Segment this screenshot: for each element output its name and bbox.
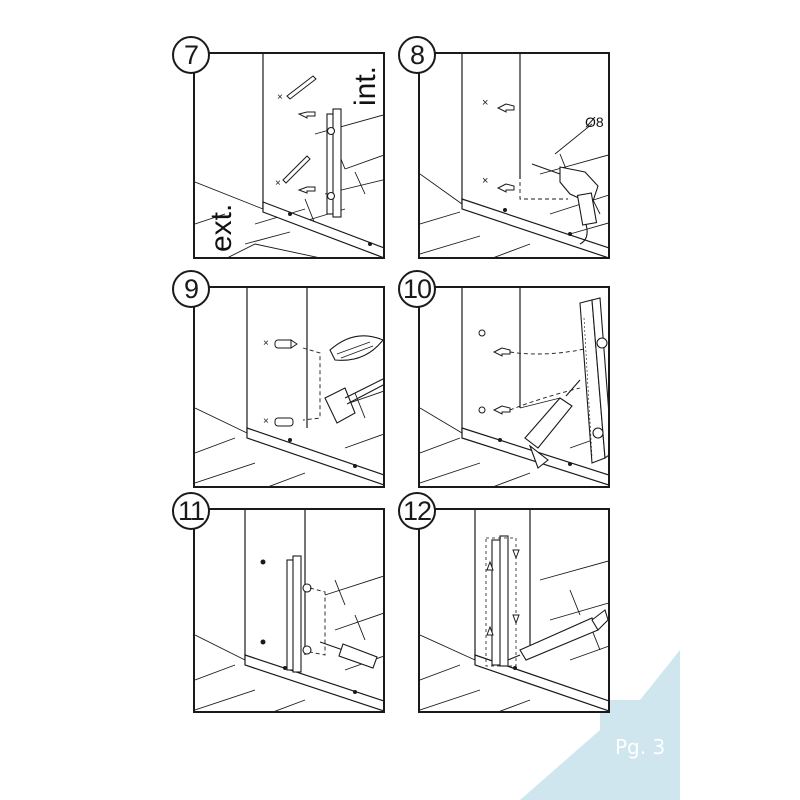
interior-label: int. [349,65,382,106]
step-12-panel [418,508,610,713]
step-11-illustration [195,510,383,711]
svg-text:×: × [263,416,269,427]
step-12-number: 12 [398,492,436,530]
page-number: Pg. 3 [615,735,666,759]
step-8-number: 8 [398,36,436,74]
step-7-panel: × × int. ext. [193,52,385,259]
step-11-number: 11 [172,492,210,530]
step-10-panel [418,286,610,488]
svg-text:×: × [263,338,269,349]
step-9-number: 9 [172,270,210,308]
exterior-label: ext. [205,203,238,252]
svg-text:×: × [482,175,488,187]
step-12-illustration [420,510,608,711]
step-8-illustration: × × [420,54,608,257]
step-9-illustration: × × [195,288,383,486]
step-8-panel: × × Ø8 [418,52,610,259]
drill-diameter-label: Ø8 [585,114,604,130]
svg-text:×: × [277,92,283,103]
step-10-illustration [420,288,608,486]
svg-text:×: × [482,97,488,109]
step-9-panel: × × [193,286,385,488]
step-7-number: 7 [172,36,210,74]
svg-text:×: × [275,178,281,189]
step-10-number: 10 [398,270,436,308]
step-11-panel [193,508,385,713]
step-7-illustration: × × [195,54,383,257]
